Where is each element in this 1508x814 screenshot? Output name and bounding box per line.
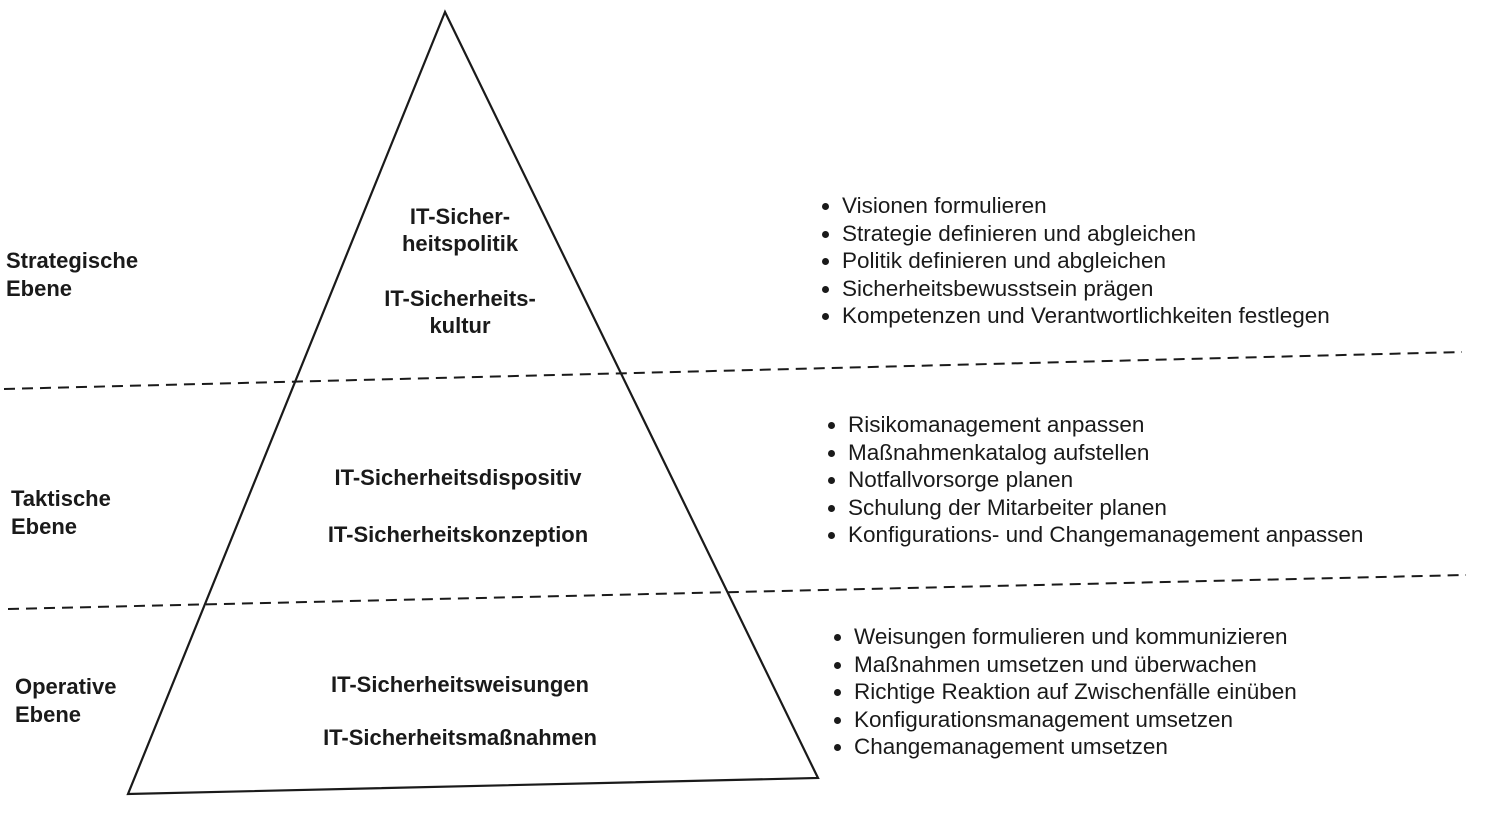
- pyramid-text-security-policy: IT-Sicher- heitspolitik: [350, 203, 570, 257]
- level-label-operative: Operative Ebene: [15, 673, 117, 729]
- pyramid-text-line: IT-Sicherheitsdispositiv: [334, 465, 582, 490]
- bullet-item: Sicherheitsbewusstsein prägen: [820, 275, 1330, 303]
- pyramid-text-line: IT-Sicherheits-: [384, 286, 536, 311]
- pyramid-text-line: kultur: [429, 313, 491, 338]
- bullet-item: Schulung der Mitarbeiter planen: [826, 494, 1363, 522]
- bullet-item: Visionen formulieren: [820, 192, 1330, 220]
- bullet-item: Changemanagement umsetzen: [832, 733, 1297, 761]
- bullet-item: Notfallvorsorge planen: [826, 466, 1363, 494]
- pyramid-text-security-culture: IT-Sicherheits- kultur: [340, 285, 580, 339]
- pyramid-text-line: IT-Sicherheitskonzeption: [327, 522, 589, 547]
- pyramid-outline: [126, 9, 820, 796]
- bullet-item: Strategie definieren und abgleichen: [820, 220, 1330, 248]
- pyramid-text-line: IT-Sicherheitsweisungen: [331, 672, 589, 697]
- bullet-list-tactical: Risikomanagement anpassen Maßnahmenkatal…: [826, 411, 1363, 549]
- pyramid-text-security-measures: IT-Sicherheitsmaßnahmen: [280, 724, 640, 751]
- bullet-item: Konfigurationsmanagement umsetzen: [832, 706, 1297, 734]
- level-label-tactical: Taktische Ebene: [11, 485, 111, 541]
- pyramid-text-security-instructions: IT-Sicherheitsweisungen: [280, 671, 640, 698]
- bullet-item: Richtige Reaktion auf Zwischenfälle einü…: [832, 678, 1297, 706]
- pyramid-text-line: IT-Sicher-: [409, 204, 511, 229]
- bullet-item: Maßnahmen umsetzen und überwachen: [832, 651, 1297, 679]
- level-label-line: Strategische: [6, 248, 139, 273]
- bullet-list-strategic: Visionen formulieren Strategie definiere…: [820, 192, 1330, 330]
- level-label-line: Taktische: [11, 486, 111, 511]
- bullet-item: Maßnahmenkatalog aufstellen: [826, 439, 1363, 467]
- bullet-item: Politik definieren und abgleichen: [820, 247, 1330, 275]
- pyramid-text-line: IT-Sicherheitsmaßnahmen: [323, 725, 597, 750]
- divider-tactical-operative: [7, 574, 1467, 610]
- bullet-item: Kompetenzen und Verantwortlichkeiten fes…: [820, 302, 1330, 330]
- divider-strategic-tactical: [3, 351, 1463, 390]
- bullet-item: Konfigurations- und Changemanagement anp…: [826, 521, 1363, 549]
- pyramid-text-security-conception: IT-Sicherheitskonzeption: [288, 521, 628, 548]
- level-label-line: Operative: [15, 674, 117, 699]
- level-label-line: Ebene: [6, 276, 73, 301]
- level-label-strategic: Strategische Ebene: [6, 247, 138, 303]
- level-label-line: Ebene: [15, 702, 82, 727]
- pyramid-text-line: heitspolitik: [401, 231, 519, 256]
- pyramid-text-security-dispositive: IT-Sicherheitsdispositiv: [288, 464, 628, 491]
- level-label-line: Ebene: [11, 514, 78, 539]
- bullet-list-operative: Weisungen formulieren und kommunizieren …: [832, 623, 1297, 761]
- bullet-item: Risikomanagement anpassen: [826, 411, 1363, 439]
- bullet-item: Weisungen formulieren und kommunizieren: [832, 623, 1297, 651]
